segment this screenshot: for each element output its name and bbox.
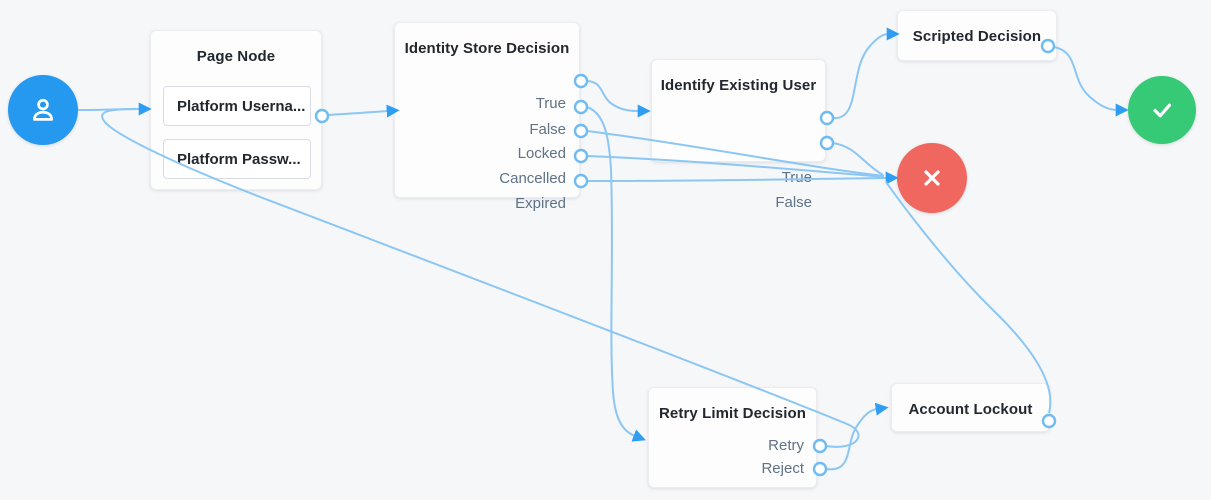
edge-isd-true-to-identify-existing-user[interactable] — [586, 80, 651, 118]
edge-ieu-false-to-failure[interactable] — [832, 142, 884, 176]
outcome-locked: Locked — [517, 145, 566, 162]
node-identity-store-decision[interactable]: Identity Store Decision True False Locke… — [394, 22, 580, 212]
edge-reject-to-account-lockout[interactable] — [825, 402, 889, 471]
edge-ieu-true-to-scripted-decision[interactable] — [832, 27, 900, 120]
edge-scripted-decision-to-success[interactable] — [1053, 46, 1129, 117]
page-node-item-platform-username[interactable]: Platform Userna... — [163, 86, 311, 126]
edge-isd-expired-to-failure[interactable] — [586, 171, 899, 185]
node-scripted-decision[interactable]: Scripted Decision — [897, 10, 1057, 61]
page-node-title: Page Node — [196, 48, 276, 65]
outcome-expired: Expired — [515, 195, 566, 212]
account-lockout-title: Account Lockout — [908, 401, 1033, 418]
x-icon — [924, 170, 940, 186]
node-page-node[interactable]: Page Node Platform Userna... Platform Pa… — [150, 30, 322, 190]
edge-account-lockout-to-failure[interactable] — [885, 181, 1052, 414]
outcome-true: True — [535, 95, 566, 112]
edge-isd-false-to-retry-limit-decision[interactable] — [586, 106, 646, 442]
outcome-false: False — [775, 194, 812, 211]
node-identify-existing-user[interactable]: Identify Existing User True False — [651, 59, 826, 211]
page-node-item-platform-password[interactable]: Platform Passw... — [163, 139, 311, 179]
start-node[interactable] — [8, 75, 78, 145]
identity-store-decision-title: Identity Store Decision — [404, 40, 570, 57]
success-node[interactable] — [1128, 76, 1196, 144]
node-account-lockout[interactable]: Account Lockout — [891, 383, 1050, 432]
outcome-reject: Reject — [761, 460, 804, 477]
retry-limit-decision-title: Retry Limit Decision — [658, 405, 807, 422]
outcome-cancelled: Cancelled — [499, 170, 566, 187]
check-icon — [1153, 103, 1172, 118]
edge-start-to-page-node[interactable] — [77, 102, 152, 116]
identify-existing-user-title: Identify Existing User — [660, 77, 817, 94]
outcome-false: False — [529, 121, 566, 138]
user-icon — [33, 98, 53, 121]
scripted-decision-title: Scripted Decision — [912, 28, 1042, 45]
edge-page-node-to-identity-store-decision[interactable] — [327, 104, 400, 118]
page-node-item-label: Platform Userna... — [177, 97, 306, 115]
outcome-true: True — [781, 169, 812, 186]
outcome-retry: Retry — [768, 437, 804, 454]
failure-node[interactable] — [897, 143, 967, 213]
page-node-item-label: Platform Passw... — [177, 150, 301, 168]
